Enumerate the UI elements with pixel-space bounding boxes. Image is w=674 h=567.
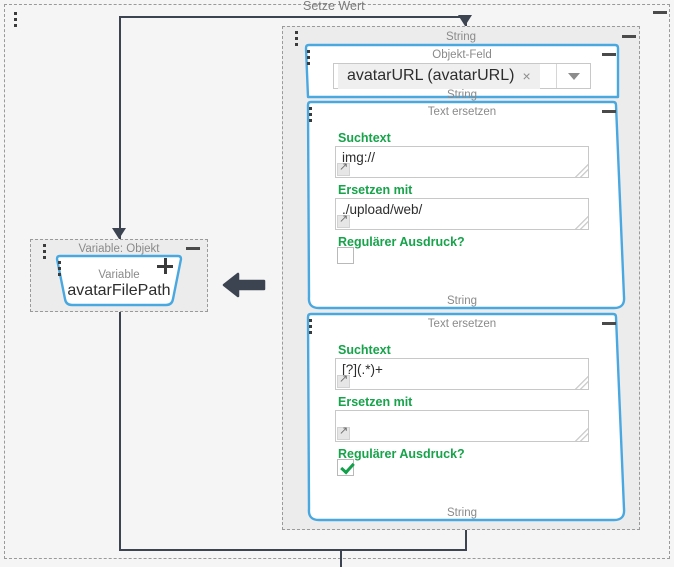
text-ersetzen-block-2[interactable]: Text ersetzen Suchtext [?](.*)+ Ersetzen… xyxy=(298,311,626,523)
resize-grip-icon[interactable] xyxy=(574,163,588,177)
objekt-feld-collapse-button[interactable] xyxy=(602,53,616,56)
text-ersetzen-1-header: Text ersetzen xyxy=(427,106,497,118)
text-ersetzen-2-replace-input[interactable] xyxy=(335,410,589,442)
text-ersetzen-2-header: Text ersetzen xyxy=(427,318,497,330)
variable-objekt-header: Variable: Objekt xyxy=(78,243,160,255)
text-ersetzen-2-collapse-button[interactable] xyxy=(602,322,616,325)
arrow-down-icon-string xyxy=(458,15,472,26)
close-icon[interactable]: × xyxy=(522,67,531,84)
resize-grip-icon[interactable] xyxy=(574,215,588,229)
text-ersetzen-2-footer-type: String xyxy=(446,507,478,519)
setze-wert-title: Setze Wert xyxy=(303,0,365,13)
text-ersetzen-1-footer-type: String xyxy=(446,295,478,307)
variable-block-add-button[interactable] xyxy=(157,258,173,274)
text-ersetzen-1-replace-label: Ersetzen mit xyxy=(338,183,413,197)
expand-icon[interactable] xyxy=(337,425,350,440)
variable-block-drag-handle[interactable] xyxy=(58,261,62,276)
text-ersetzen-2-search-value: [?](.*)+ xyxy=(342,362,383,377)
text-ersetzen-1-regex-label: Regulärer Ausdruck? xyxy=(338,235,465,249)
objekt-feld-footer-type: String xyxy=(446,89,478,101)
objekt-feld-header: Objekt-Feld xyxy=(432,49,492,61)
variable-objekt-collapse-button[interactable] xyxy=(186,247,200,250)
arrow-down-icon-variable xyxy=(112,228,126,239)
text-ersetzen-1-collapse-button[interactable] xyxy=(602,110,616,113)
value-string-header: String xyxy=(445,31,477,43)
objekt-feld-chip-label: avatarURL (avatarURL) xyxy=(347,66,515,84)
text-ersetzen-1-search-input[interactable]: img:// xyxy=(335,146,589,178)
variable-block-value[interactable]: avatarFilePath xyxy=(67,282,171,299)
variable-block-type: Variable xyxy=(98,269,140,281)
text-ersetzen-2-regex-label: Regulärer Ausdruck? xyxy=(338,447,465,461)
arrow-left-icon xyxy=(222,271,266,299)
text-ersetzen-block-1[interactable]: Text ersetzen Suchtext img:// Ersetzen m… xyxy=(298,99,626,311)
objekt-feld-block[interactable]: Objekt-Feld avatarURL (avatarURL) × Stri… xyxy=(298,43,626,101)
resize-grip-icon[interactable] xyxy=(574,427,588,441)
connector-trunk-left xyxy=(119,16,121,239)
connector-top-horizontal xyxy=(119,16,466,18)
resize-grip-icon[interactable] xyxy=(574,375,588,389)
connector-variable-bottom xyxy=(119,312,121,550)
text-ersetzen-1-replace-input[interactable]: ./upload/web/ xyxy=(335,198,589,230)
variable-objekt-drag-handle[interactable] xyxy=(43,244,47,259)
chevron-down-icon[interactable] xyxy=(556,64,590,88)
connector-bottom-right-up xyxy=(465,523,467,550)
text-ersetzen-1-regex-checkbox[interactable] xyxy=(337,247,354,264)
text-ersetzen-1-replace-value: ./upload/web/ xyxy=(342,202,423,217)
text-ersetzen-2-search-label: Suchtext xyxy=(338,343,391,357)
expand-icon[interactable] xyxy=(337,373,350,388)
connector-bottom-horizontal xyxy=(119,549,467,551)
text-ersetzen-1-drag-handle[interactable] xyxy=(309,107,313,122)
expand-icon[interactable] xyxy=(337,161,350,176)
text-ersetzen-2-regex-checkbox[interactable] xyxy=(337,459,354,476)
expand-icon[interactable] xyxy=(337,213,350,228)
setze-wert-drag-handle[interactable] xyxy=(14,12,18,27)
objekt-feld-drag-handle[interactable] xyxy=(307,50,311,65)
setze-wert-collapse-button[interactable] xyxy=(653,11,667,14)
objekt-feld-select-value[interactable]: avatarURL (avatarURL) × xyxy=(334,63,556,89)
text-ersetzen-1-search-value: img:// xyxy=(342,150,376,165)
text-ersetzen-2-search-input[interactable]: [?](.*)+ xyxy=(335,358,589,390)
variable-block-shape xyxy=(55,254,183,307)
objekt-feld-chip[interactable]: avatarURL (avatarURL) × xyxy=(338,63,540,89)
value-string-drag-handle[interactable] xyxy=(295,31,299,46)
text-ersetzen-2-drag-handle[interactable] xyxy=(309,319,313,334)
objekt-feld-select[interactable]: avatarURL (avatarURL) × xyxy=(333,63,591,89)
variable-block[interactable]: Variable avatarFilePath xyxy=(51,254,187,307)
text-ersetzen-1-search-label: Suchtext xyxy=(338,131,391,145)
value-string-collapse-button[interactable] xyxy=(622,35,636,38)
text-ersetzen-2-replace-label: Ersetzen mit xyxy=(338,395,413,409)
connector-bottom-exit xyxy=(340,549,342,567)
